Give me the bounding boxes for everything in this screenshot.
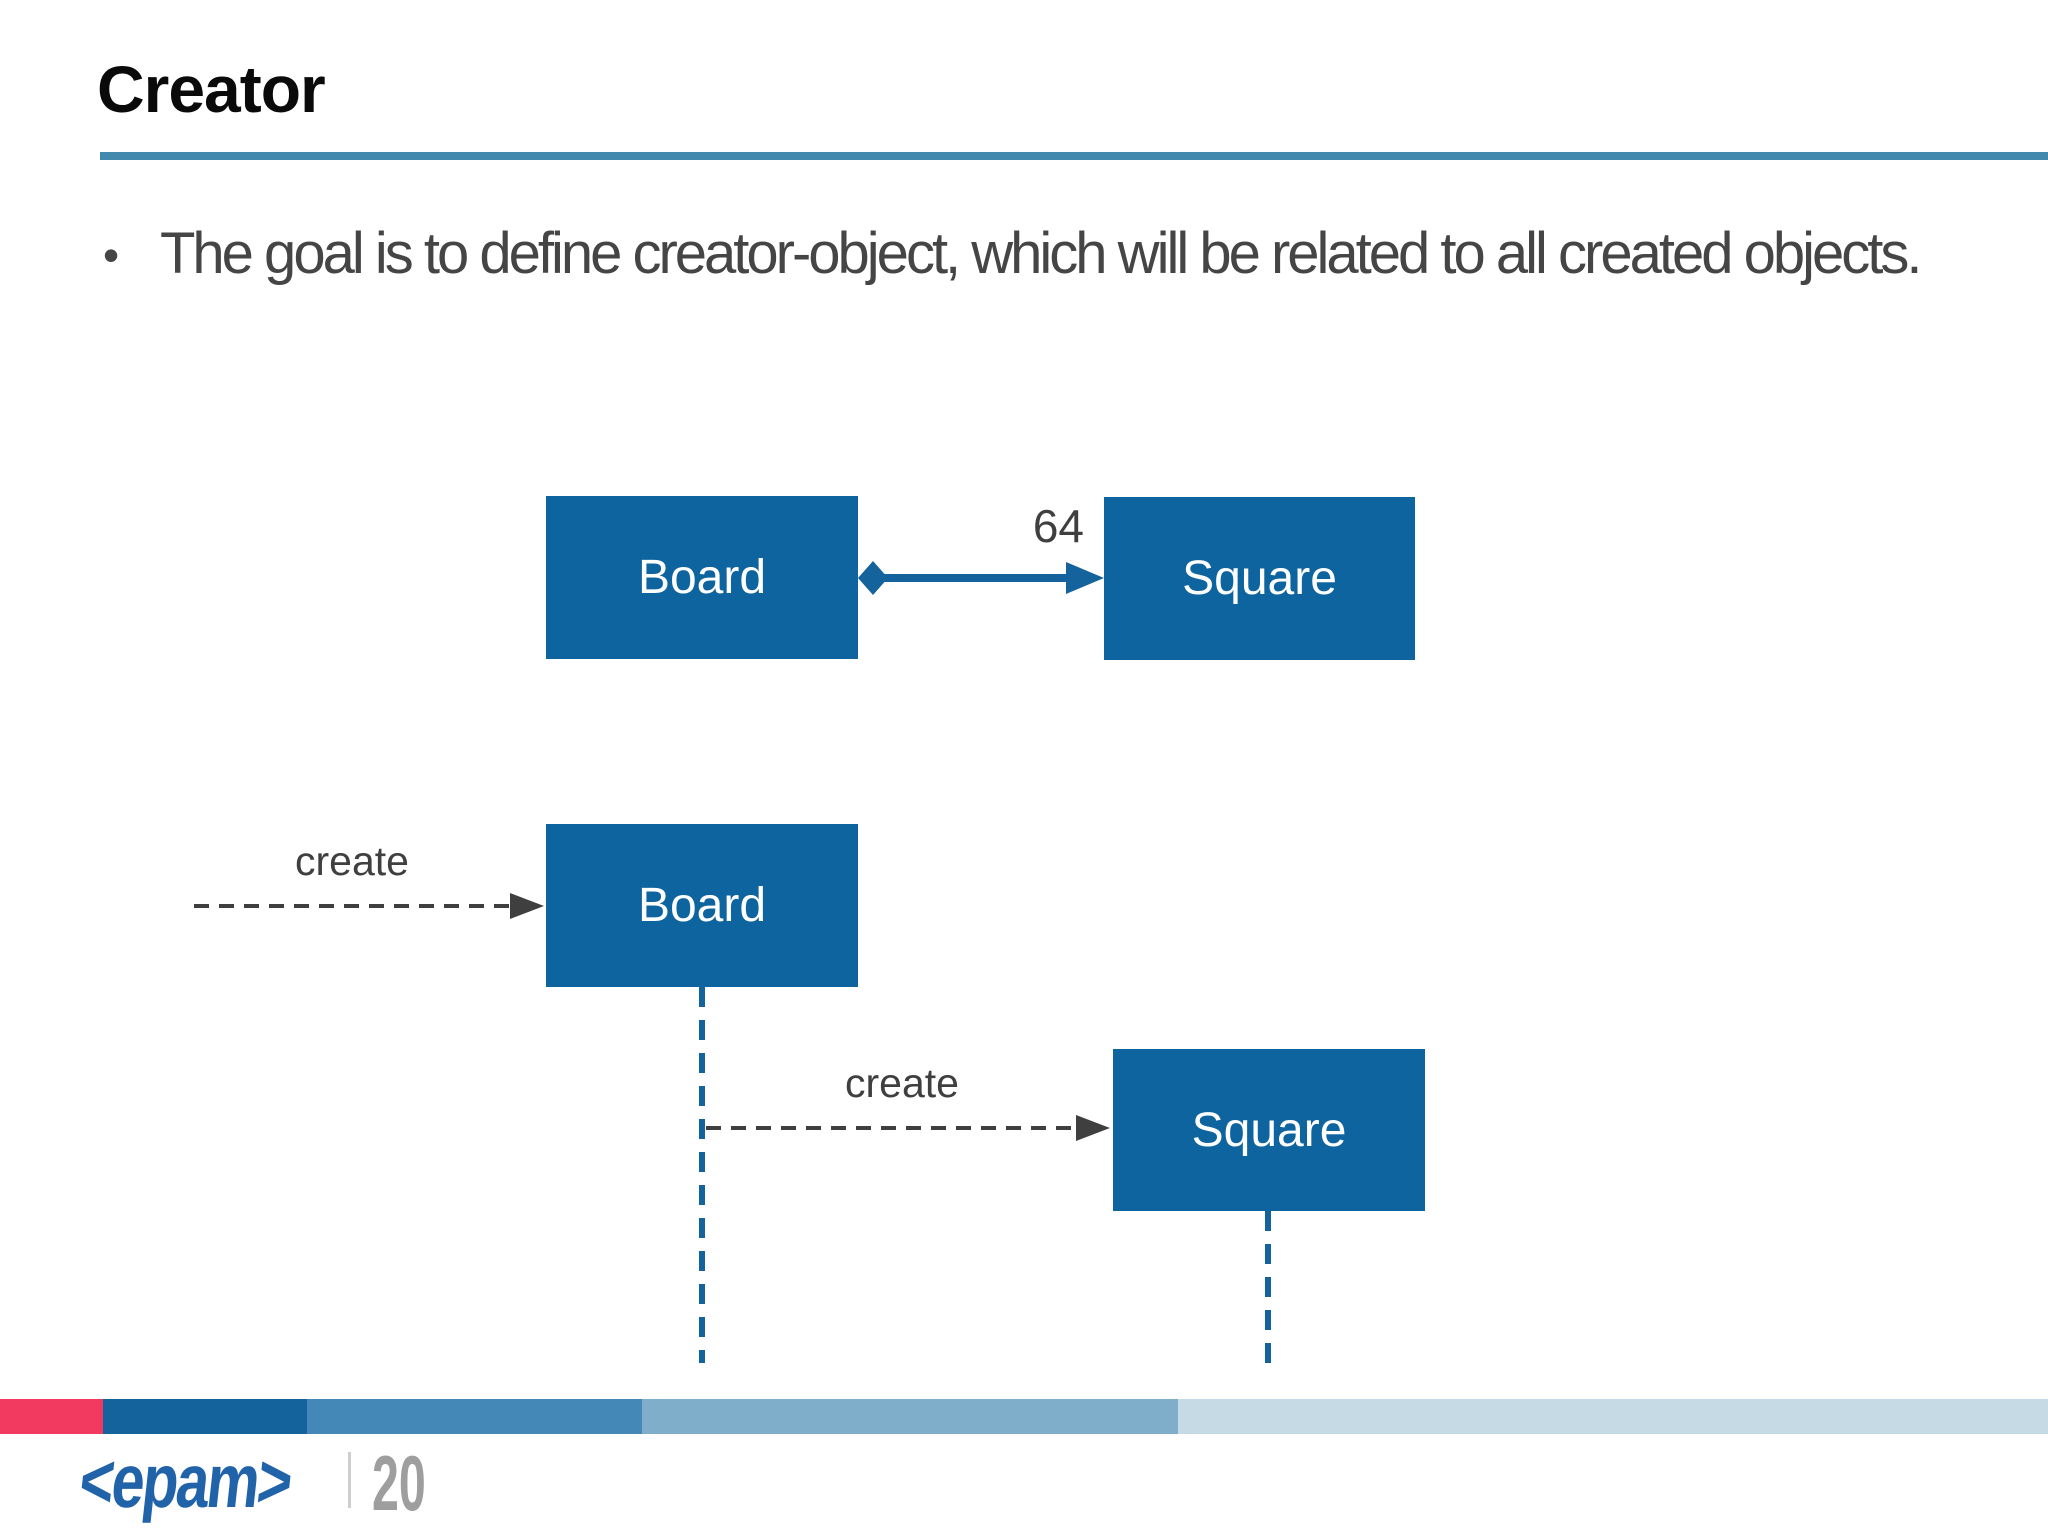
square-class-box: Square [1104, 497, 1415, 660]
square-lifeline [1265, 1211, 1271, 1371]
square-class-label: Square [1182, 552, 1337, 605]
composition-diamond-icon [858, 561, 888, 595]
create-message-label-2: create [845, 1060, 959, 1106]
logo-separator [348, 1452, 351, 1508]
create-dashed-arrow-2 [706, 1115, 1110, 1141]
bar-segment-dark-blue [103, 1399, 307, 1434]
bar-segment-steel-blue [307, 1399, 642, 1434]
board-object-box: Board [546, 824, 858, 987]
multiplicity-label: 64 [1032, 500, 1084, 552]
board-class-label: Board [637, 551, 767, 604]
arrowhead-icon [510, 893, 544, 919]
epam-logo: <epam> [75, 1439, 295, 1524]
board-object-label: Board [637, 879, 767, 932]
bullet-marker: • [103, 229, 120, 281]
bar-segment-light-blue [642, 1399, 1178, 1434]
arrowhead-icon [1076, 1115, 1110, 1141]
square-object-label: Square [1191, 1103, 1347, 1157]
footer-color-bar [0, 1399, 2048, 1434]
arrowhead-icon [1066, 562, 1104, 594]
create-dashed-arrow-1 [194, 893, 544, 919]
board-lifeline [699, 987, 705, 1363]
square-object-box: Square [1113, 1049, 1425, 1211]
bar-segment-pale-blue [1178, 1399, 2048, 1434]
page-title: Creator [97, 52, 326, 126]
composition-connector [858, 561, 1104, 595]
page-number: 20 [372, 1439, 426, 1527]
board-class-box: Board [546, 496, 858, 659]
bullet-text: The goal is to define creator-object, wh… [160, 221, 1923, 286]
create-message-label-1: create [295, 838, 409, 884]
bar-segment-pink [0, 1399, 103, 1434]
title-underline [100, 152, 2048, 160]
